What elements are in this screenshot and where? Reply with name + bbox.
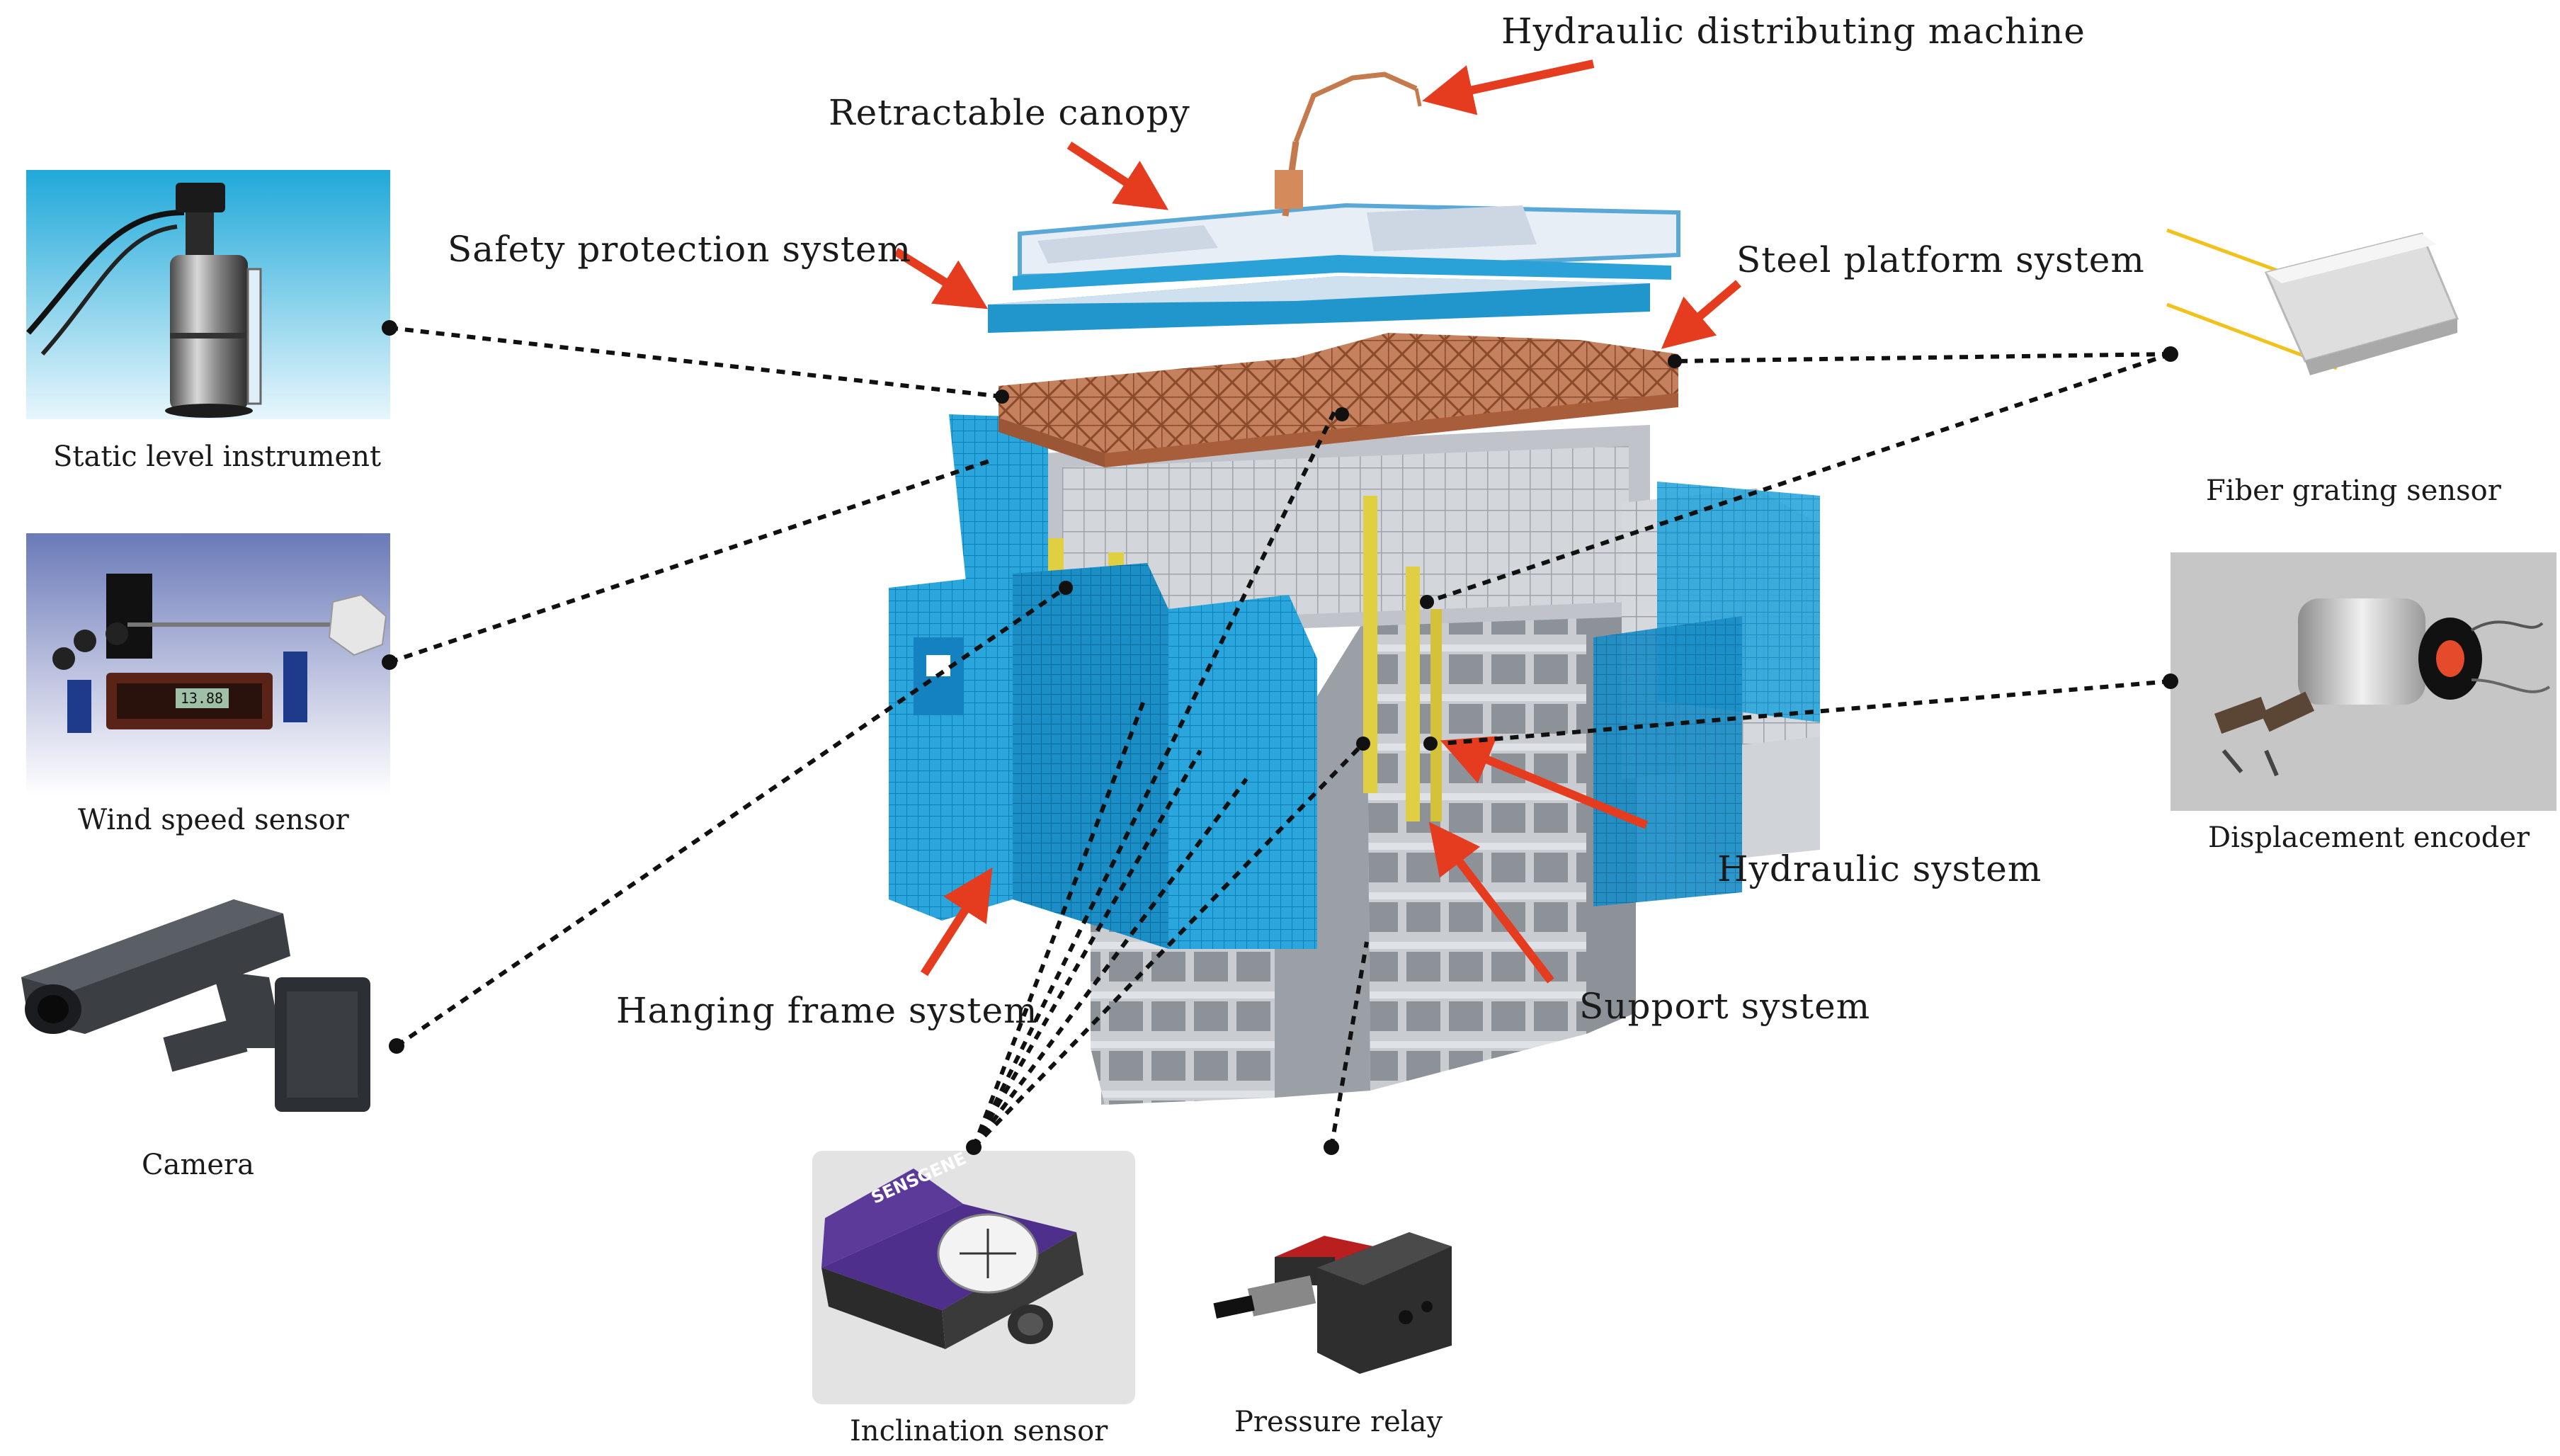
caption-wind-speed-sensor: Wind speed sensor xyxy=(78,804,349,836)
pressure-relay-photo xyxy=(1213,1232,1452,1374)
label-safety-protection-system: Safety protection system xyxy=(448,229,912,270)
fiber-grating-sensor-photo xyxy=(2166,228,2459,375)
label-hanging-frame-system: Hanging frame system xyxy=(616,990,1038,1031)
arrow-safety-protection-system xyxy=(893,247,989,309)
caption-camera: Camera xyxy=(142,1149,255,1181)
arrow-retractable-canopy xyxy=(1066,141,1169,210)
arrow-hanging-frame-system xyxy=(920,867,993,977)
leader-endpoints xyxy=(382,320,2178,1155)
building-model xyxy=(889,72,1820,1105)
label-support-system: Support system xyxy=(1579,986,1871,1027)
camera-photo xyxy=(21,899,370,1112)
wind-display-readout: 13.88 xyxy=(181,690,223,707)
arrow-steel-platform-system xyxy=(1661,280,1741,349)
static-level-instrument-photo xyxy=(26,170,390,419)
caption-inclination-sensor: Inclination sensor xyxy=(850,1415,1108,1448)
caption-pressure-relay: Pressure relay xyxy=(1234,1406,1443,1438)
arrow-hydraulic-system xyxy=(1440,736,1649,829)
label-steel-platform-system: Steel platform system xyxy=(1736,239,2145,280)
caption-displacement-encoder: Displacement encoder xyxy=(2208,821,2530,854)
caption-static-level-instrument: Static level instrument xyxy=(53,440,382,473)
arrow-support-system xyxy=(1428,821,1554,984)
inclination-sensor-photo: SENSGENE xyxy=(812,1148,1135,1404)
caption-fiber-grating-sensor: Fiber grating sensor xyxy=(2206,474,2501,507)
red-arrows xyxy=(893,59,1741,984)
displacement-encoder-photo xyxy=(2171,552,2556,811)
label-retractable-canopy: Retractable canopy xyxy=(829,92,1190,133)
label-hydraulic-system: Hydraulic system xyxy=(1717,848,2042,889)
wind-speed-sensor-photo: 13.88 xyxy=(26,533,390,795)
arrow-hydraulic-distributing-machine xyxy=(1422,59,1595,115)
label-hydraulic-distributing-machine: Hydraulic distributing machine xyxy=(1501,11,2086,52)
sensor-leader-lines xyxy=(389,326,2171,1149)
